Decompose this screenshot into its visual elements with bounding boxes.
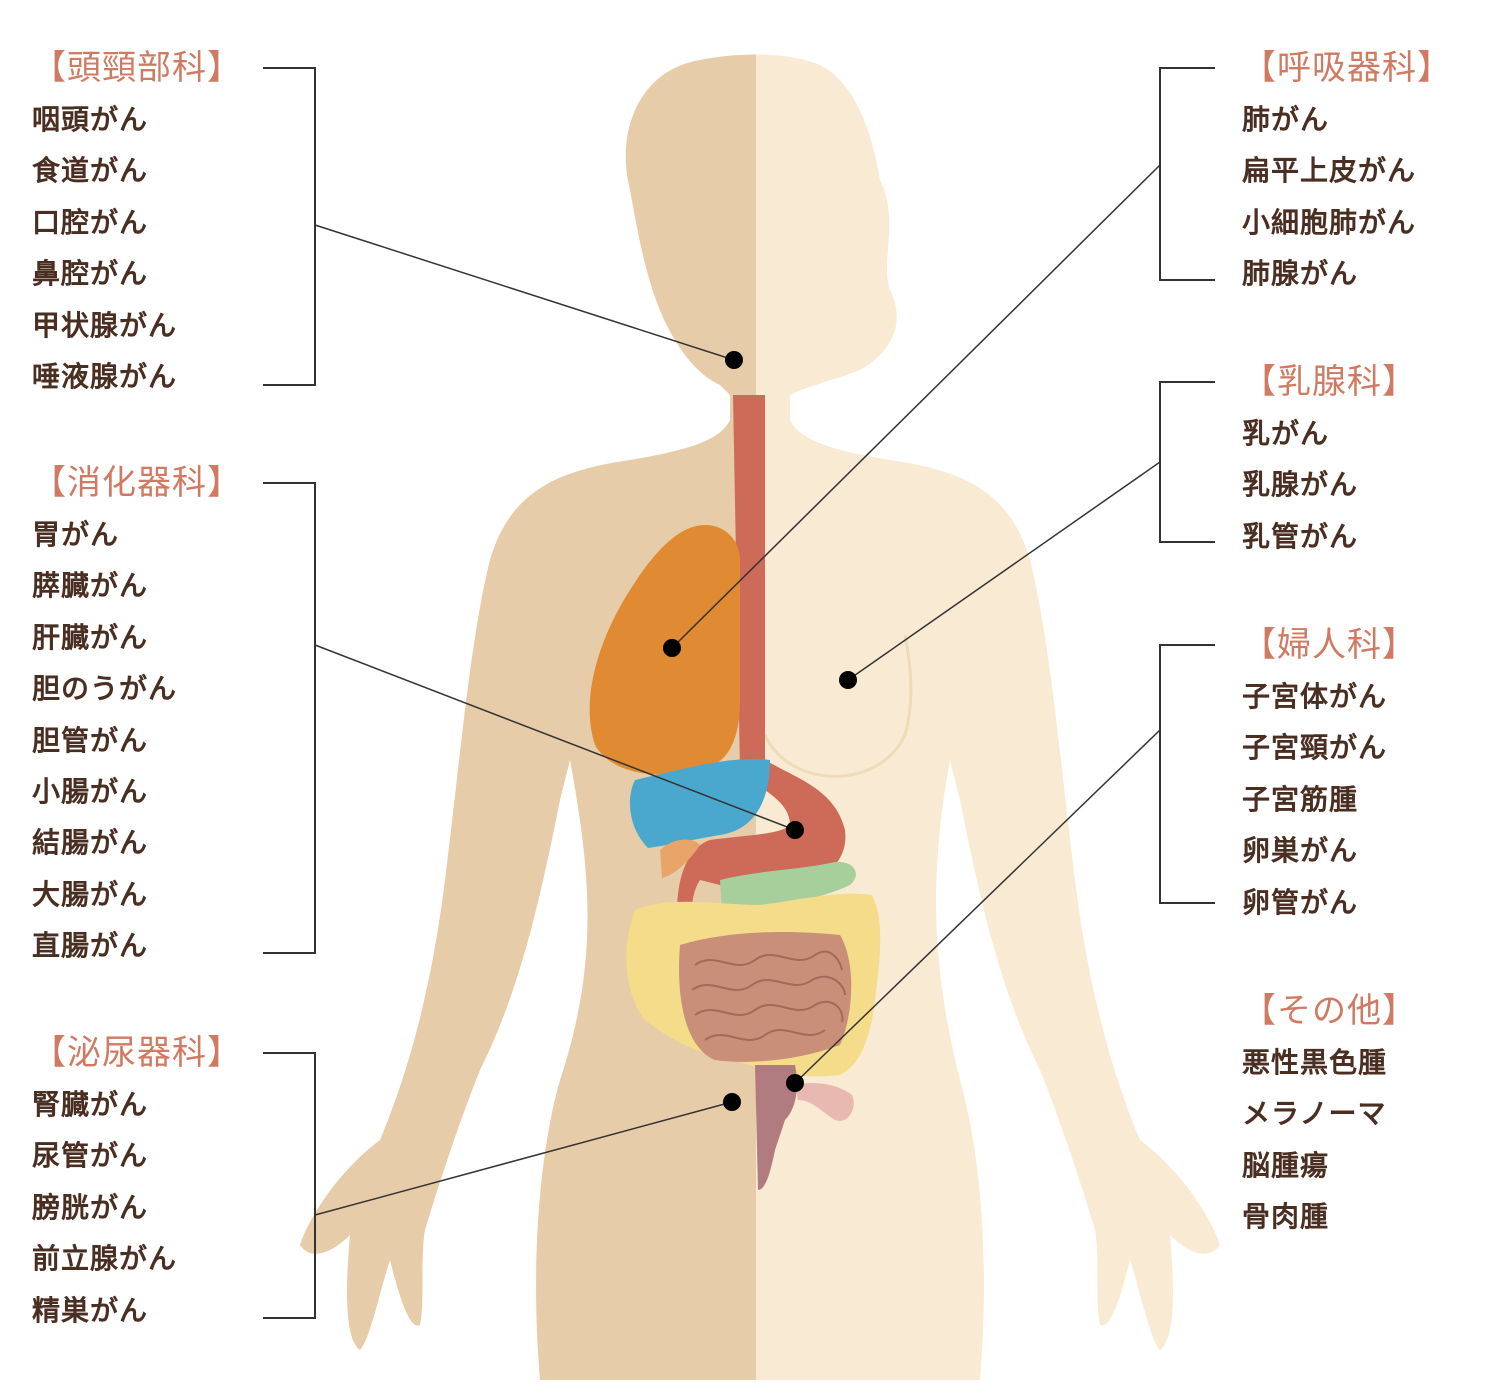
cancer-list-item: 小細胞肺がん bbox=[1242, 205, 1417, 239]
cancer-list-item: 乳がん bbox=[1242, 417, 1330, 450]
cancer-list-item: 肺腺がん bbox=[1242, 257, 1359, 291]
marker-dots bbox=[663, 351, 857, 1111]
cancer-list-item: 口腔がん bbox=[32, 205, 149, 239]
cancer-list-item: 子宮体がん bbox=[1242, 680, 1388, 713]
cancer-list-item: 前立腺がん bbox=[32, 1242, 178, 1276]
cancer-list-item: 食道がん bbox=[32, 154, 149, 188]
cancer-list-item: 甲状腺がん bbox=[32, 308, 178, 342]
head-neck-title: 【頭頸部科】 bbox=[32, 48, 242, 88]
breast-outline bbox=[763, 634, 913, 778]
cancer-list-item: メラノーマ bbox=[1242, 1097, 1387, 1131]
liver bbox=[629, 759, 770, 848]
cancer-list-item: 精巣がん bbox=[32, 1293, 149, 1327]
cancer-list-item: 卵巣がん bbox=[1242, 834, 1359, 868]
dot-urology bbox=[723, 1093, 741, 1111]
cancer-list-item: 胆管がん bbox=[32, 723, 149, 757]
respiratory-title: 【呼吸器科】 bbox=[1242, 48, 1452, 88]
cancer-list-item: 乳腺がん bbox=[1242, 468, 1359, 502]
urology-title: 【泌尿器科】 bbox=[32, 1033, 242, 1073]
dot-gynecology bbox=[786, 1074, 804, 1092]
cancer-list-item: 肝臓がん bbox=[32, 620, 149, 654]
cancer-list-item: 乳管がん bbox=[1242, 519, 1359, 553]
small-intestine-folds bbox=[691, 950, 846, 1041]
group-gynecology: 【婦人科】子宮体がん子宮頸がん子宮筋腫卵巣がん卵管がん bbox=[1242, 619, 1417, 928]
cancer-list-item: 肺がん bbox=[1242, 103, 1330, 136]
group-head-neck: 【頭頸部科】咽頭がん食道がん口腔がん鼻腔がん甲状腺がん唾液腺がん bbox=[32, 42, 242, 402]
group-other: 【その他】悪性黒色腫メラノーマ脳腫瘍骨肉腫 bbox=[1242, 985, 1417, 1243]
group-urology: 【泌尿器科】腎臓がん尿管がん膀胱がん前立腺がん精巣がん bbox=[32, 1027, 242, 1336]
cancer-list-item: 子宮頸がん bbox=[1242, 731, 1388, 765]
small-intestine bbox=[679, 932, 852, 1062]
uterus bbox=[755, 1065, 797, 1190]
group-respiratory: 【呼吸器科】肺がん扁平上皮がん小細胞肺がん肺腺がん bbox=[1242, 42, 1452, 300]
other-title: 【その他】 bbox=[1242, 991, 1417, 1031]
cancer-list-item: 大腸がん bbox=[32, 877, 149, 911]
breast-title: 【乳腺科】 bbox=[1242, 362, 1417, 402]
dot-respiratory bbox=[663, 639, 681, 657]
cancer-list-item: 唾液腺がん bbox=[32, 359, 178, 393]
cancer-list-item: 直腸がん bbox=[32, 929, 149, 963]
cancer-list-item: 卵管がん bbox=[1242, 885, 1359, 919]
dot-digestive bbox=[786, 821, 804, 839]
cancer-list-item: 脳腫瘍 bbox=[1242, 1148, 1330, 1182]
cancer-list-item: 膀胱がん bbox=[32, 1190, 149, 1224]
pancreas bbox=[720, 861, 856, 912]
cancer-list-item: 腎臓がん bbox=[32, 1088, 149, 1121]
cancer-list-item: 結腸がん bbox=[32, 826, 149, 860]
cancer-list-item: 鼻腔がん bbox=[32, 257, 149, 291]
cancer-list-item: 胆のうがん bbox=[32, 672, 178, 706]
cancer-list-item: 子宮筋腫 bbox=[1242, 782, 1359, 816]
ovary-tube bbox=[795, 1083, 854, 1121]
digestive-title: 【消化器科】 bbox=[32, 463, 242, 503]
cancer-list-item: 尿管がん bbox=[32, 1139, 149, 1173]
dot-head-neck bbox=[725, 351, 743, 369]
gallbladder bbox=[660, 839, 700, 878]
group-breast: 【乳腺科】乳がん乳腺がん乳管がん bbox=[1242, 356, 1417, 562]
gynecology-title: 【婦人科】 bbox=[1242, 625, 1417, 665]
leader-lines bbox=[314, 164, 1161, 1216]
cancer-list-item: 咽頭がん bbox=[32, 103, 149, 136]
group-digestive: 【消化器科】胃がん膵臓がん肝臓がん胆のうがん胆管がん小腸がん結腸がん大腸がん直腸… bbox=[32, 457, 242, 972]
cancer-list-item: 骨肉腫 bbox=[1242, 1200, 1330, 1234]
cancer-list-item: 胃がん bbox=[32, 518, 120, 551]
cancer-list-item: 扁平上皮がん bbox=[1242, 154, 1417, 188]
cancer-list-item: 悪性黒色腫 bbox=[1242, 1046, 1388, 1079]
esophagus bbox=[677, 395, 846, 940]
dot-breast bbox=[839, 671, 857, 689]
cancer-list-item: 膵臓がん bbox=[32, 569, 149, 603]
cancer-list-item: 小腸がん bbox=[32, 774, 149, 808]
